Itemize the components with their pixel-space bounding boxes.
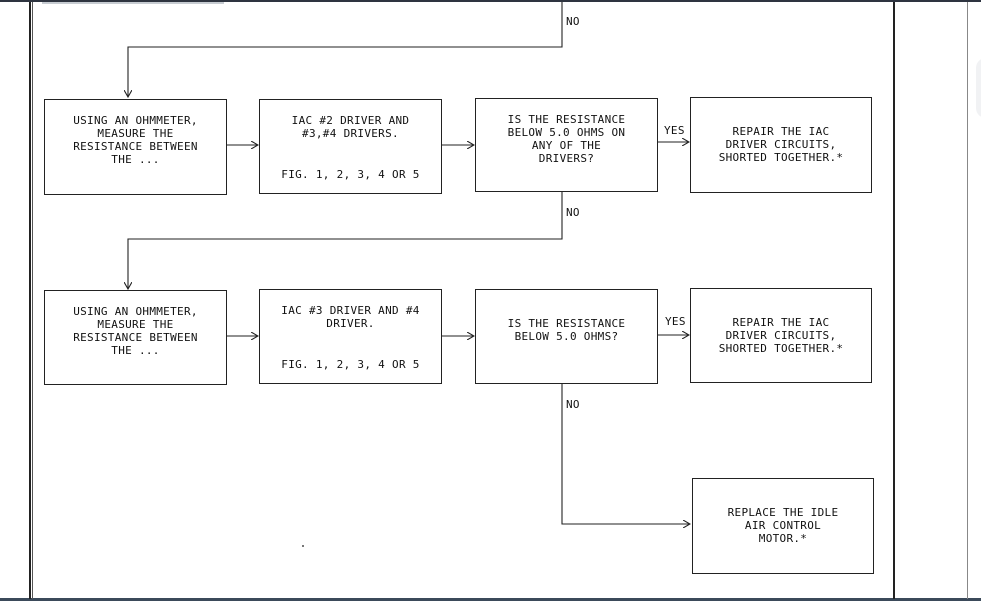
step-measure-resistance-1: USING AN OHMMETER, MEASURE THE RESISTANC… [44, 99, 227, 195]
label-yes-1: YES [664, 124, 685, 137]
label-no-mid: NO [566, 206, 580, 219]
action-replace-idle-air-control: REPLACE THE IDLE AIR CONTROL MOTOR.* [692, 478, 874, 574]
action-text: REPAIR THE IAC DRIVER CIRCUITS, SHORTED … [718, 316, 844, 355]
step-text: IAC #3 DRIVER AND #4 DRIVER. [281, 304, 420, 330]
action-repair-iac-2: REPAIR THE IAC DRIVER CIRCUITS, SHORTED … [690, 288, 872, 383]
step-measure-resistance-2: USING AN OHMMETER, MEASURE THE RESISTANC… [44, 290, 227, 385]
scan-speck [302, 545, 304, 547]
figure-reference: FIG. 1, 2, 3, 4 OR 5 [281, 358, 420, 371]
page-inner-left-border [32, 2, 33, 599]
step-iac-drivers-1: IAC #2 DRIVER AND #3,#4 DRIVERS. FIG. 1,… [259, 99, 442, 194]
page-right-border [893, 2, 895, 599]
window-top-border [0, 0, 981, 2]
label-no-bottom: NO [566, 398, 580, 411]
connector-mid-no [128, 192, 563, 289]
connector-bottom-no [561, 383, 690, 524]
action-text: REPAIR THE IAC DRIVER CIRCUITS, SHORTED … [718, 125, 844, 164]
decision-resistance-1: IS THE RESISTANCE BELOW 5.0 OHMS ON ANY … [475, 98, 658, 192]
figure-reference: FIG. 1, 2, 3, 4 OR 5 [281, 168, 420, 181]
step-text: USING AN OHMMETER, MEASURE THE RESISTANC… [73, 305, 198, 357]
step-text: USING AN OHMMETER, MEASURE THE RESISTANC… [73, 114, 198, 166]
decision-resistance-2: IS THE RESISTANCE BELOW 5.0 OHMS? [475, 289, 658, 384]
step-iac-drivers-2: IAC #3 DRIVER AND #4 DRIVER. FIG. 1, 2, … [259, 289, 442, 384]
step-text: IAC #2 DRIVER AND #3,#4 DRIVERS. [291, 114, 410, 140]
side-handle[interactable] [976, 58, 981, 118]
action-text: REPLACE THE IDLE AIR CONTROL MOTOR.* [727, 506, 839, 545]
page-left-border [29, 2, 31, 599]
connector-top-no [128, 2, 563, 97]
page-right-edge [967, 2, 968, 599]
decision-text: IS THE RESISTANCE BELOW 5.0 OHMS? [507, 317, 626, 343]
top-tab-highlight [42, 2, 224, 4]
label-yes-2: YES [665, 315, 686, 328]
action-repair-iac-1: REPAIR THE IAC DRIVER CIRCUITS, SHORTED … [690, 97, 872, 193]
window-bottom-border [0, 598, 981, 601]
label-no-top: NO [566, 15, 580, 28]
decision-text: IS THE RESISTANCE BELOW 5.0 OHMS ON ANY … [507, 113, 626, 165]
